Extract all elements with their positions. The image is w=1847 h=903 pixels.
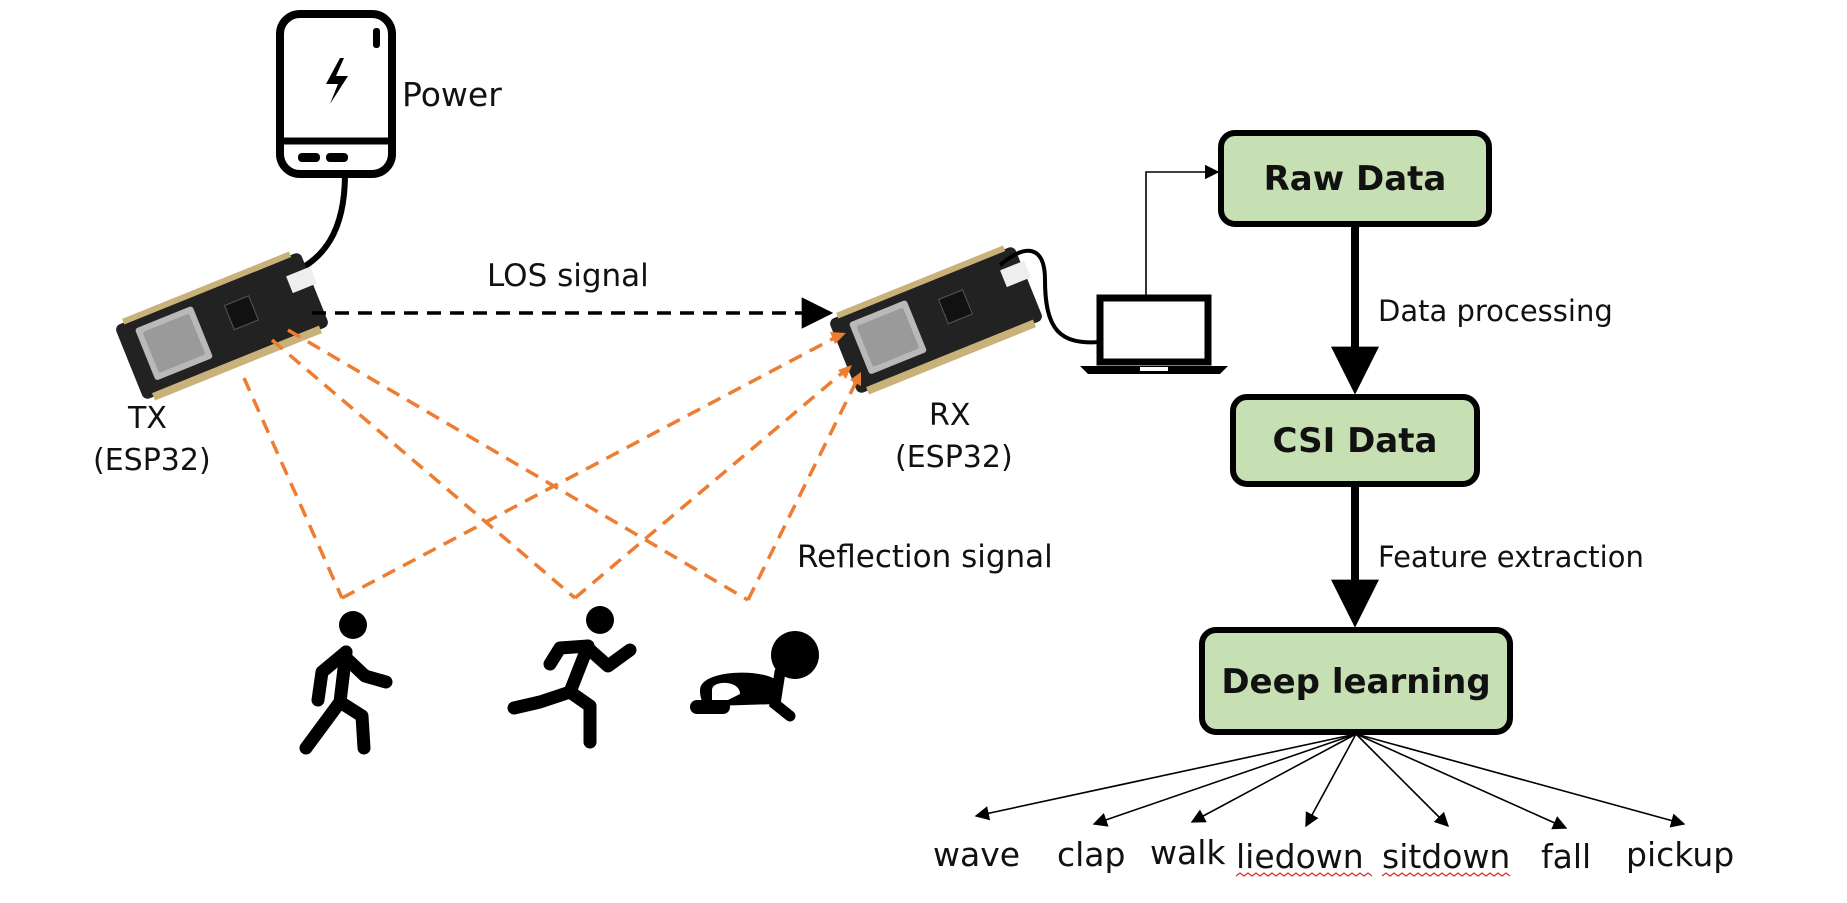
rx-label: RX [929, 398, 970, 433]
activity-label-sitdown: sitdown [1382, 837, 1510, 876]
power-label: Power [402, 75, 502, 114]
activity-label-walk: walk [1150, 833, 1226, 872]
tx-label: TX [127, 401, 167, 436]
tx-sublabel: (ESP32) [93, 443, 211, 478]
activity-label-pickup: pickup [1626, 835, 1734, 874]
deep-learning-box: Deep learning [1199, 627, 1513, 735]
laptop-to-raw-connector [1145, 164, 1220, 296]
deep-learning-label: Deep learning [1221, 662, 1490, 702]
csi-data-box: CSI Data [1230, 394, 1480, 487]
power-bank-icon [276, 10, 396, 178]
rx-cable [998, 248, 1101, 345]
tx-board-icon [116, 251, 328, 401]
activity-label-clap: clap [1057, 835, 1125, 874]
reflection-arrowheads [830, 332, 861, 386]
reflection-signal-label: Reflection signal [797, 539, 1053, 575]
activity-arrows [974, 733, 1686, 830]
feature-extraction-label: Feature extraction [1378, 540, 1644, 574]
data-processing-label: Data processing [1378, 294, 1613, 328]
laptop-icon [1080, 294, 1228, 374]
walking-person-icon [299, 611, 393, 755]
activity-label-fall: fall [1541, 837, 1591, 876]
raw-data-box: Raw Data [1218, 130, 1492, 227]
los-signal-label: LOS signal [487, 258, 649, 294]
rx-board-icon [830, 245, 1042, 395]
spellcheck-underlines [1235, 872, 1511, 877]
activity-label-liedown: liedown [1236, 837, 1364, 876]
rx-sublabel: (ESP32) [895, 440, 1013, 475]
running-person-icon [507, 606, 637, 749]
raw-data-label: Raw Data [1264, 159, 1447, 199]
reflection-paths [242, 328, 860, 602]
csi-data-label: CSI Data [1273, 421, 1438, 461]
crawling-baby-icon [690, 631, 819, 722]
activity-label-wave: wave [933, 835, 1020, 874]
